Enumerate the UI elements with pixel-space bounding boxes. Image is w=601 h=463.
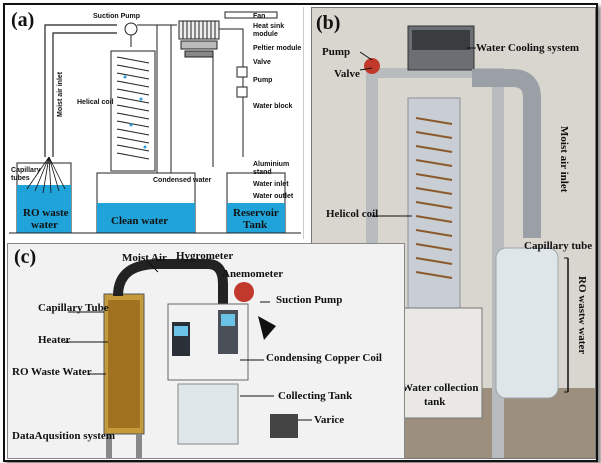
reservoir-label: Reservoir bbox=[233, 207, 279, 219]
moist-air-label-c: Moist Air bbox=[122, 252, 167, 264]
varice-label: Varice bbox=[314, 414, 345, 426]
ro-waste-water-label-c: RO Waste Water bbox=[12, 366, 92, 378]
heater-label: Heater bbox=[38, 334, 71, 346]
water-collection-label: Water collection bbox=[402, 382, 479, 394]
water-collection-tank-label: tank bbox=[424, 396, 446, 408]
panel-c-photo: (c) Moist Air Hygrometer Anemometer Capi… bbox=[7, 243, 405, 459]
ro-wastw-water-label: RO wastw water bbox=[576, 276, 588, 355]
condensing-coil-label: Condensing Copper Coil bbox=[266, 352, 382, 364]
anemometer-label: Anemometer bbox=[222, 268, 284, 280]
valve-label: Valve bbox=[253, 59, 271, 66]
stand-label: stand bbox=[253, 169, 272, 176]
ro-waste-water-label: water bbox=[31, 219, 58, 231]
water-cooling-label: Water Cooling system bbox=[476, 42, 580, 54]
valve-label-b: Valve bbox=[334, 68, 360, 80]
water-outlet-label: Water outlet bbox=[253, 193, 294, 200]
condensed-water-label: Condensed water bbox=[153, 177, 212, 184]
hygrometer-label: Hygrometer bbox=[176, 250, 234, 262]
heat-sink-module-label: module bbox=[253, 31, 278, 38]
aluminium-label: Aluminium bbox=[253, 161, 290, 168]
pump-label: Pump bbox=[253, 77, 273, 84]
suction-pump-label-c: Suction Pump bbox=[276, 294, 343, 306]
capillary-tube-label-b: Capillary tube bbox=[524, 240, 593, 252]
panel-c-label: (c) bbox=[14, 246, 37, 268]
figure-frame: (a) Suction Pump Fan Heat sink module Pe… bbox=[3, 3, 598, 462]
ro-waste-label: RO waste bbox=[23, 207, 69, 219]
schematic-drawing bbox=[9, 11, 301, 234]
fan-label: Fan bbox=[253, 13, 266, 20]
suction-pump-label: Suction Pump bbox=[93, 13, 141, 20]
capillary-label: Capillary bbox=[11, 167, 41, 174]
capillary-tube-label-c: Capillary Tube bbox=[38, 302, 109, 314]
pump-label-b: Pump bbox=[322, 46, 351, 58]
helicol-coil-label: Helicol coil bbox=[326, 208, 379, 220]
photo-c-illustration bbox=[8, 244, 404, 458]
panel-a-label: (a) bbox=[11, 9, 35, 31]
clean-water-label: Clean water bbox=[111, 215, 169, 227]
panel-a-schematic: (a) Suction Pump Fan Heat sink module Pe… bbox=[7, 7, 304, 239]
moist-air-inlet-label-b: Moist air inlet bbox=[558, 126, 570, 193]
water-inlet-label: Water inlet bbox=[253, 181, 289, 188]
water-block-label: Water block bbox=[253, 103, 293, 110]
moist-air-inlet-label: Moist air inlet bbox=[57, 71, 64, 117]
panel-b-label: (b) bbox=[316, 12, 341, 34]
peltier-label: Peltier module bbox=[253, 45, 302, 52]
data-system-label: DataAqusition system bbox=[12, 430, 115, 442]
helical-coil-label: Helical coil bbox=[77, 99, 114, 106]
reservoir-tank-label: Tank bbox=[243, 219, 268, 231]
collecting-tank-label: Collecting Tank bbox=[278, 390, 353, 402]
capillary-tubes-label: tubes bbox=[11, 175, 30, 182]
heat-sink-label: Heat sink bbox=[253, 23, 285, 30]
